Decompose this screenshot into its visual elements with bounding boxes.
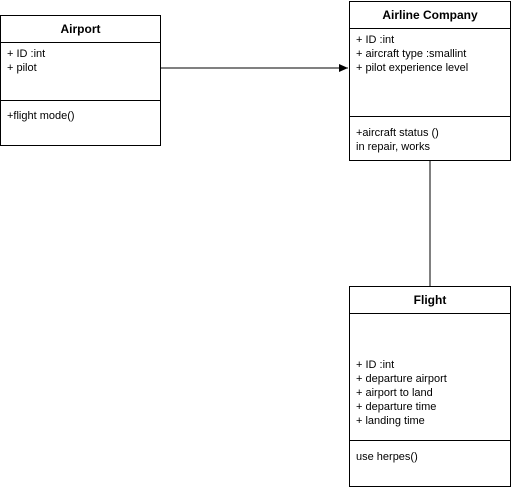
- class-airline-company-operations: +aircraft status () in repair, works: [350, 117, 510, 154]
- attribute-aircraft-type: + aircraft type :smallint: [356, 48, 467, 60]
- class-airline-company-title: Airline Company: [350, 2, 510, 29]
- operation-aircraft-status: +aircraft status (): [356, 127, 439, 139]
- attribute-id: + ID :int: [356, 359, 395, 371]
- attribute-departure-time: + departure time: [356, 401, 437, 413]
- operation-flight-mode: +flight mode(): [7, 110, 75, 122]
- class-flight-operations: use herpes(): [350, 441, 510, 464]
- attribute-id: + ID :int: [356, 34, 395, 46]
- class-airline-company[interactable]: Airline Company + ID :int + aircraft typ…: [349, 1, 511, 161]
- class-flight-title: Flight: [350, 287, 510, 314]
- class-flight[interactable]: Flight + ID :int + departure airport + a…: [349, 286, 511, 487]
- class-airport-attributes: + ID :int + pilot: [1, 43, 160, 101]
- attribute-pilot: + pilot: [7, 62, 37, 74]
- class-airport[interactable]: Airport + ID :int + pilot +flight mode(): [0, 15, 161, 146]
- class-airline-company-attributes: + ID :int + aircraft type :smallint + pi…: [350, 29, 510, 117]
- attribute-id: + ID :int: [7, 48, 46, 60]
- class-flight-attributes: + ID :int + departure airport + airport …: [350, 314, 510, 441]
- attribute-landing-time: + landing time: [356, 415, 425, 427]
- attribute-pilot-experience-level: + pilot experience level: [356, 62, 469, 74]
- attribute-departure-airport: + departure airport: [356, 373, 447, 385]
- class-airport-title: Airport: [1, 16, 160, 43]
- operation-note-in-repair-works: in repair, works: [356, 141, 430, 153]
- operation-use-herpes: use herpes(): [356, 451, 418, 463]
- class-airport-operations: +flight mode(): [1, 101, 160, 123]
- attribute-airport-to-land: + airport to land: [356, 387, 433, 399]
